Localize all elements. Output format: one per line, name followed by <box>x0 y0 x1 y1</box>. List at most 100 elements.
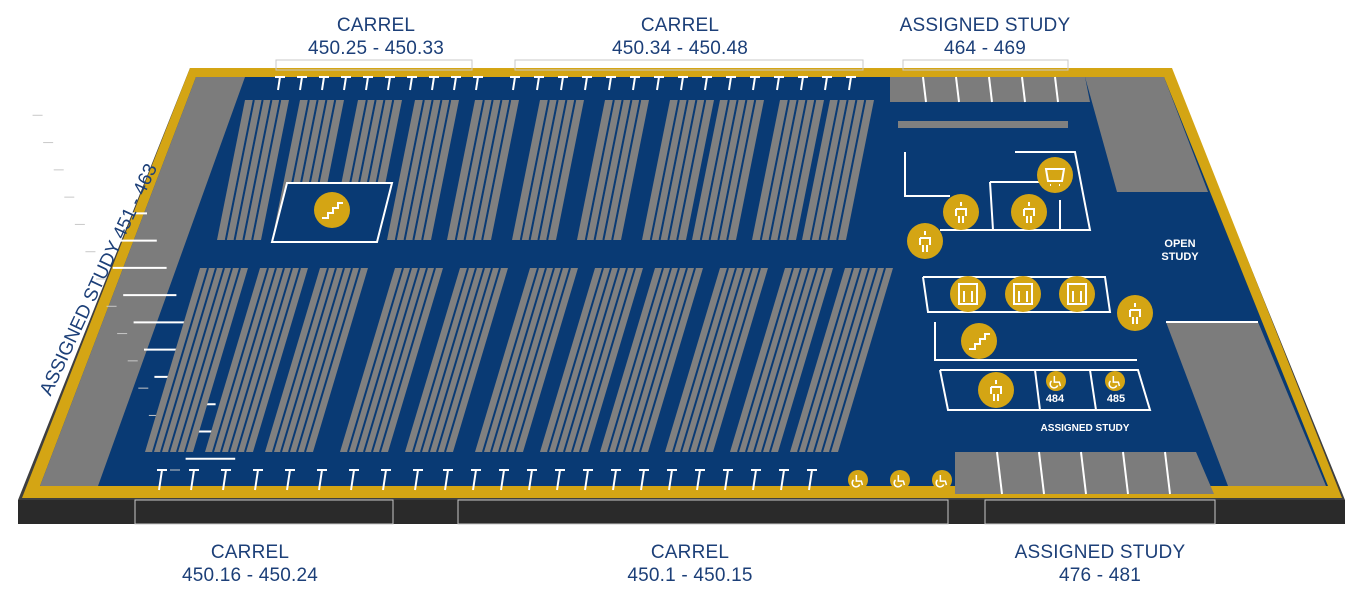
womens-restroom-icon <box>1011 194 1047 230</box>
carrel-top <box>584 76 588 91</box>
stack-aisle-line <box>688 267 745 453</box>
carrel-top <box>704 76 708 91</box>
stack-aisle-line <box>184 267 241 453</box>
counter-bar <box>898 121 1068 128</box>
stack-aisle-line <box>251 99 282 241</box>
mens-restroom-icon-path <box>955 202 967 223</box>
stack-aisle-line <box>658 99 689 241</box>
book-stack-top <box>752 100 824 240</box>
stack-aisle-line <box>759 99 790 241</box>
carrel-top-left-bracket <box>275 59 473 71</box>
stack-aisle-line <box>672 267 729 453</box>
stack-aisle-line <box>454 99 485 241</box>
stack-aisle-line <box>623 267 680 453</box>
carrel-bottom <box>640 469 645 491</box>
assigned-top-divider <box>988 76 993 103</box>
assigned-bottom-divider <box>1164 451 1171 495</box>
carrel-bottom <box>696 469 701 491</box>
carrel-bottom <box>286 469 291 491</box>
stack-aisle-line <box>242 99 273 241</box>
carrel-bottom-left-bracket <box>134 499 394 525</box>
assigned-rooms-wall <box>1089 369 1097 411</box>
stack-aisle-line <box>498 267 555 453</box>
stack-aisle-line <box>836 99 867 241</box>
drinking-fountain-icon-glyph <box>1129 303 1141 324</box>
carrel-top <box>365 76 369 91</box>
elevator-icon-path <box>1067 283 1087 305</box>
carrel-bottom <box>584 469 589 491</box>
stack-aisle-line <box>444 267 501 453</box>
womens-restroom-icon-glyph <box>1023 202 1035 223</box>
stack-aisle-line <box>797 267 854 453</box>
open-study-line-1: OPEN <box>1164 238 1196 250</box>
carrel-bottom <box>350 469 355 491</box>
book-stack-top <box>217 100 289 240</box>
assigned-study-small-label: ASSIGNED STUDY <box>1040 423 1130 434</box>
carrel-top-center-label: CARREL 450.34 - 450.48 <box>590 14 770 60</box>
carrel-top-left-label: CARREL 450.25 - 450.33 <box>286 14 466 60</box>
room-bottom-right <box>1166 322 1326 486</box>
stack-aisle-line <box>528 99 559 241</box>
stack-aisle-line <box>224 99 255 241</box>
stack-aisle-line <box>769 267 826 453</box>
carrel-bottom <box>724 469 729 491</box>
assigned-top-right-range: 464 - 469 <box>943 38 1027 59</box>
accessible-icon-glyph <box>893 475 906 488</box>
accessible-icon-glyph <box>1108 376 1121 389</box>
carrel-top <box>776 76 780 91</box>
stack-aisle-line <box>768 99 799 241</box>
stack-aisle-line <box>463 99 494 241</box>
carrel-top <box>656 76 660 91</box>
assigned-top-right-title: ASSIGNED STUDY <box>899 15 1071 36</box>
carrel-top <box>560 76 564 91</box>
stack-aisle-line <box>421 99 452 241</box>
book-stack-top <box>577 100 649 240</box>
stack-aisle-line <box>753 267 810 453</box>
stack-aisle-line <box>363 267 420 453</box>
stack-aisle-line <box>809 99 840 241</box>
carrel-bottom <box>414 469 419 491</box>
elevator-bank-wall <box>922 276 1112 313</box>
family-restroom-icon-path <box>990 380 1002 401</box>
carrel-bottom-left-label: CARREL 450.16 - 450.24 <box>160 541 340 587</box>
stack-aisle-line <box>813 267 870 453</box>
carrel-bottom <box>222 469 227 491</box>
stack-aisle-line <box>786 99 817 241</box>
stack-aisle-line <box>584 99 615 241</box>
stack-aisle-line <box>821 267 878 453</box>
stack-aisle-line <box>371 267 428 453</box>
assigned-bottom-divider <box>1080 451 1087 495</box>
stack-aisle-line <box>827 99 858 241</box>
carrel-top <box>277 76 281 91</box>
water-fountain-icon <box>907 223 943 259</box>
carrel-top <box>848 76 852 91</box>
carrel-bottom-center-range: 450.1 - 450.15 <box>627 565 753 586</box>
elevator-icon-path <box>1013 283 1033 305</box>
stack-aisle-line <box>304 267 361 453</box>
book-stack-top <box>447 100 519 240</box>
assigned-top-bracket <box>902 59 1069 71</box>
carrel-top <box>752 76 756 91</box>
stack-aisle-line <box>355 267 412 453</box>
stack-aisle-line <box>220 267 277 453</box>
mens-restroom-icon-glyph <box>955 202 967 223</box>
stack-aisle-line <box>667 99 698 241</box>
elevator-icon <box>950 276 986 312</box>
assigned-bottom-right-title: ASSIGNED STUDY <box>1014 542 1186 563</box>
stack-aisle-line <box>696 267 753 453</box>
stack-aisle-line <box>818 99 849 241</box>
stack-aisle-line <box>555 267 612 453</box>
stack-aisle-line <box>708 99 739 241</box>
stack-aisle-line <box>717 99 748 241</box>
room-485-label: 485 <box>1106 393 1126 405</box>
stack-aisle-line <box>428 267 485 453</box>
stairs-icon-glyph <box>322 202 343 219</box>
mens-restroom-icon <box>943 194 979 230</box>
family-restroom-icon <box>978 372 1014 408</box>
stack-aisle-line <box>676 99 707 241</box>
stack-aisle-line <box>602 99 633 241</box>
stack-aisle-line <box>394 99 425 241</box>
assigned-top-divider <box>1021 76 1026 103</box>
